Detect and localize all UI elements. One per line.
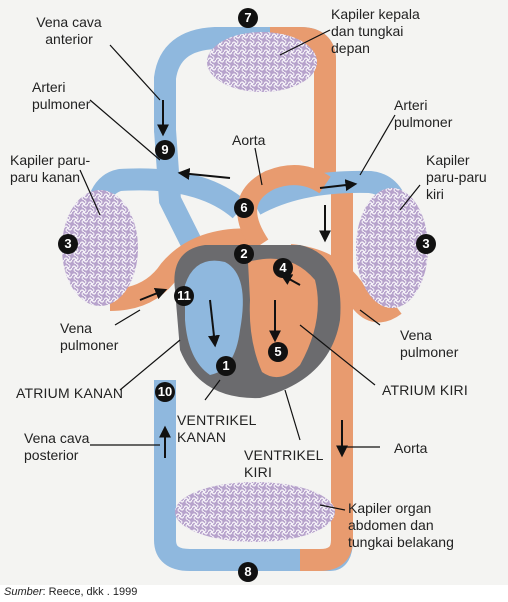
label-kapiler-organ: Kapiler organ abdomen dan tungkai belaka… bbox=[348, 500, 454, 550]
source-label: Sumber bbox=[4, 586, 43, 598]
marker-2: 2 bbox=[234, 244, 254, 264]
marker-3-right: 3 bbox=[416, 234, 436, 254]
label-ventrikel-kiri: VENTRIKEL KIRI bbox=[244, 447, 324, 480]
marker-7: 7 bbox=[238, 8, 258, 28]
pulmonary-circuits bbox=[62, 168, 428, 323]
marker-11: 11 bbox=[174, 286, 194, 306]
right-heart-chambers bbox=[185, 260, 243, 375]
label-vena-pulmoner-right: Vena pulmoner bbox=[400, 327, 459, 360]
marker-4: 4 bbox=[273, 258, 293, 278]
label-kapiler-paru-kanan: Kapiler paru- paru kanan bbox=[10, 152, 91, 185]
marker-1: 1 bbox=[216, 356, 236, 376]
marker-3-left: 3 bbox=[58, 234, 78, 254]
heart bbox=[174, 245, 341, 399]
label-aorta-bottom: Aorta bbox=[394, 440, 428, 456]
label-kapiler-kepala: Kapiler kepala dan tungkai depan bbox=[331, 6, 420, 56]
label-atrium-kanan: ATRIUM KANAN bbox=[16, 385, 124, 401]
label-atrium-kiri: ATRIUM KIRI bbox=[382, 382, 468, 398]
label-vena-cava-anterior: Vena cava anterior bbox=[36, 14, 102, 47]
upper-systemic-loop bbox=[154, 27, 336, 180]
leader-lines bbox=[79, 29, 421, 511]
label-kapiler-paru-kiri: Kapiler paru-paru kiri bbox=[426, 152, 487, 202]
left-heart-chambers bbox=[248, 258, 318, 378]
source-text: : Reece, dkk . 1999 bbox=[42, 586, 138, 598]
marker-8: 8 bbox=[238, 562, 258, 582]
label-ventrikel-kanan: VENTRIKEL KANAN bbox=[177, 412, 257, 445]
label-vena-cava-posterior: Vena cava posterior bbox=[24, 430, 90, 463]
marker-5: 5 bbox=[268, 342, 288, 362]
label-aorta-top: Aorta bbox=[232, 132, 266, 148]
label-vena-pulmoner-left: Vena pulmoner bbox=[60, 320, 119, 353]
marker-6: 6 bbox=[234, 198, 254, 218]
aortic-arch bbox=[237, 165, 331, 251]
label-arteri-pulmoner-right: Arteri pulmoner bbox=[394, 97, 453, 130]
circulatory-system-diagram bbox=[62, 27, 428, 571]
lower-systemic-loop bbox=[154, 190, 353, 571]
marker-9: 9 bbox=[155, 140, 175, 160]
label-arteri-pulmoner-left: Arteri pulmoner bbox=[32, 79, 91, 112]
source-caption: Sumber: Reece, dkk . 1999 bbox=[4, 586, 137, 598]
marker-10: 10 bbox=[155, 382, 175, 402]
